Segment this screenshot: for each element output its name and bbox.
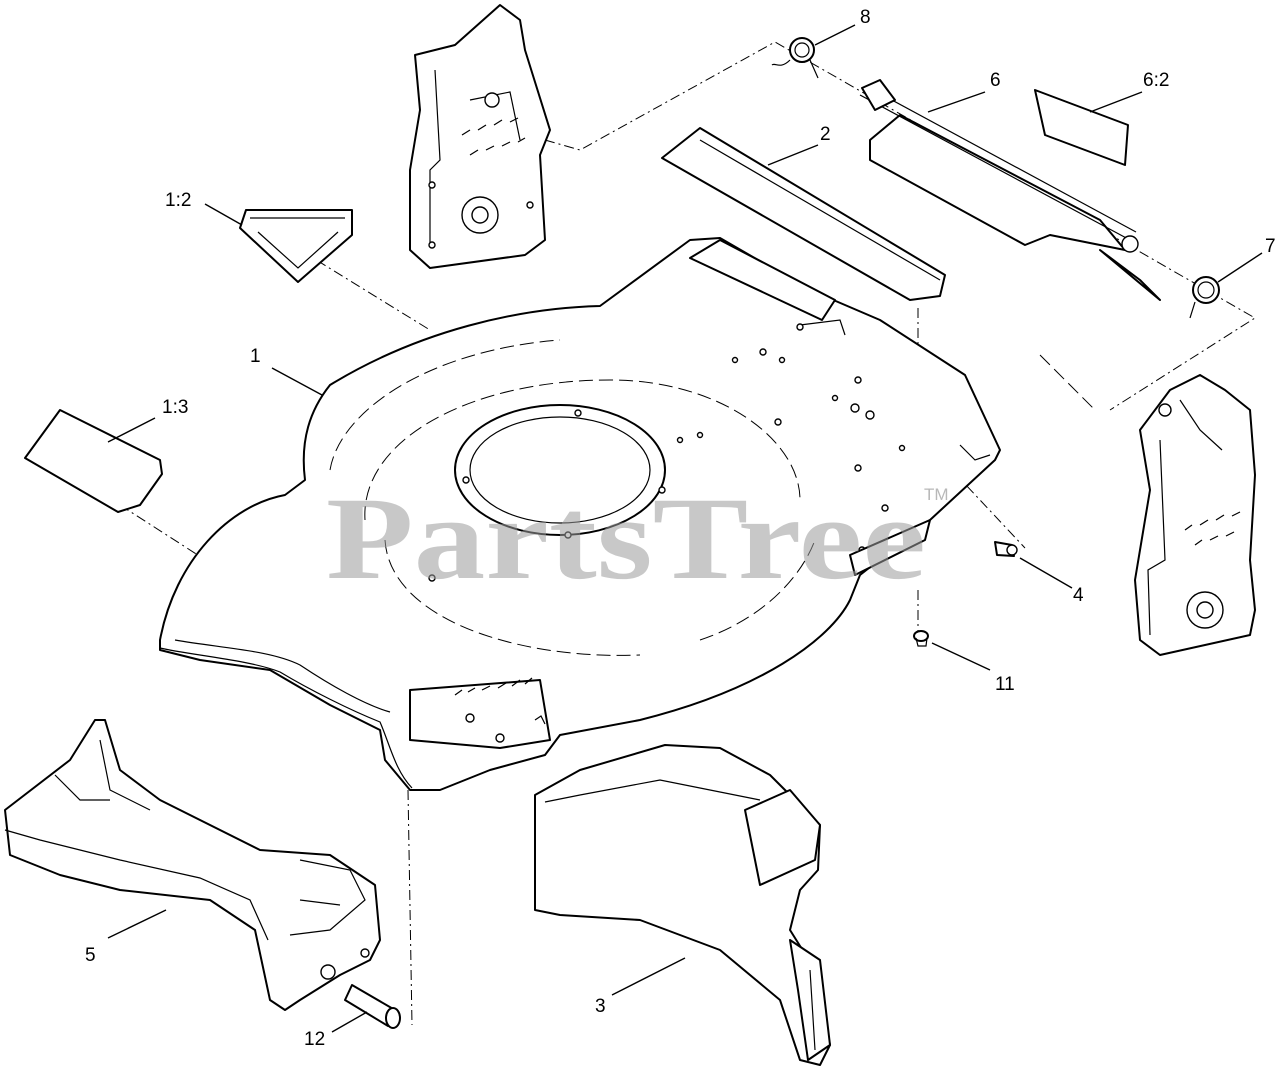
part-1-deck bbox=[159, 237, 1001, 791]
part-7-spring bbox=[1189, 276, 1220, 319]
callout-1-3: 1:3 bbox=[162, 397, 188, 418]
height-adjuster-left bbox=[409, 4, 551, 269]
watermark-trademark: TM bbox=[924, 485, 949, 504]
part-11-bolt bbox=[913, 630, 929, 647]
leader-lines bbox=[107, 24, 1263, 1033]
callout-1: 1 bbox=[250, 346, 261, 367]
callout-12: 12 bbox=[304, 1029, 325, 1050]
callout-7: 7 bbox=[1265, 236, 1276, 257]
callout-4: 4 bbox=[1073, 585, 1084, 606]
part-5-axle-bar bbox=[4, 719, 381, 1011]
callout-1-2: 1:2 bbox=[165, 190, 191, 211]
callouts: 1 1:2 1:3 2 3 4 5 6 6:2 7 8 11 12 bbox=[85, 7, 1276, 1050]
callout-11: 11 bbox=[995, 674, 1015, 695]
part-4-bolt bbox=[994, 541, 1018, 557]
height-adjuster-right bbox=[1134, 374, 1256, 656]
callout-6-2: 6:2 bbox=[1143, 70, 1169, 91]
part-1-3-decal bbox=[24, 409, 163, 513]
part-8-spring bbox=[771, 37, 819, 79]
callout-5: 5 bbox=[85, 945, 96, 966]
watermark: PartsTree TM bbox=[326, 473, 949, 604]
part-6-2-decal bbox=[1034, 89, 1129, 166]
callout-8: 8 bbox=[860, 7, 871, 28]
part-12-bolt bbox=[344, 984, 401, 1029]
part-2-rear-flap bbox=[661, 127, 946, 321]
watermark-brand: PartsTree bbox=[326, 473, 926, 604]
part-6-rear-door bbox=[859, 79, 1161, 301]
part-3-skirt bbox=[534, 744, 831, 1066]
callout-2: 2 bbox=[820, 124, 831, 145]
callout-3: 3 bbox=[595, 996, 606, 1017]
callout-6: 6 bbox=[990, 70, 1001, 91]
